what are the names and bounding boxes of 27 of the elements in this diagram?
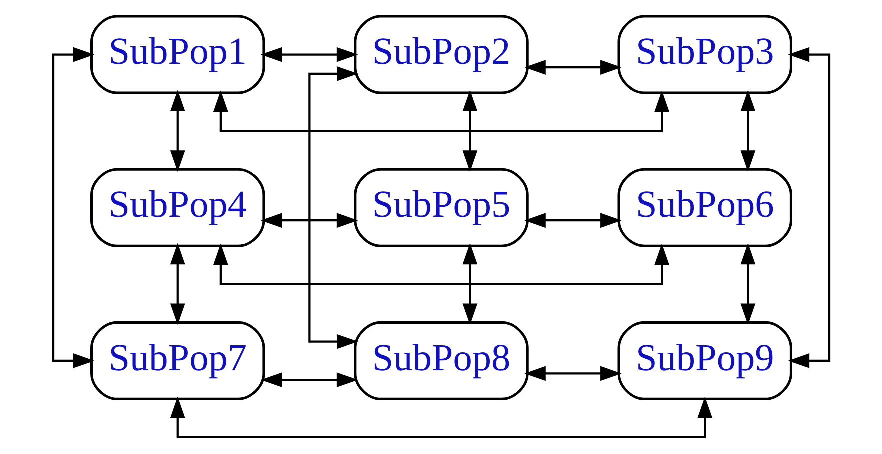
arrow xyxy=(524,366,622,382)
arrow xyxy=(260,372,358,388)
node-box: SubPop2 xyxy=(354,15,528,94)
arrow xyxy=(212,244,670,286)
node-box: SubPop3 xyxy=(617,15,792,94)
arrow xyxy=(212,90,670,132)
arrow xyxy=(260,213,358,228)
arrow xyxy=(170,243,185,326)
arrow xyxy=(740,90,756,172)
arrow xyxy=(170,90,185,172)
arrow xyxy=(462,90,478,172)
arrow xyxy=(260,47,358,62)
node-box: SubPop5 xyxy=(354,168,528,248)
arrow xyxy=(524,213,622,228)
arrow xyxy=(788,47,830,368)
node-box: SubPop7 xyxy=(90,321,265,400)
arrow xyxy=(524,60,622,75)
arrow xyxy=(462,243,478,326)
arrow xyxy=(52,47,94,368)
node-box: SubPop4 xyxy=(90,168,265,248)
arrow xyxy=(308,66,358,350)
arrow xyxy=(170,396,712,439)
node-box: SubPop6 xyxy=(617,168,792,248)
node-box: SubPop8 xyxy=(354,321,528,400)
node-box: SubPop1 xyxy=(90,15,265,94)
node-box: SubPop9 xyxy=(617,321,792,400)
arrow xyxy=(740,243,756,326)
